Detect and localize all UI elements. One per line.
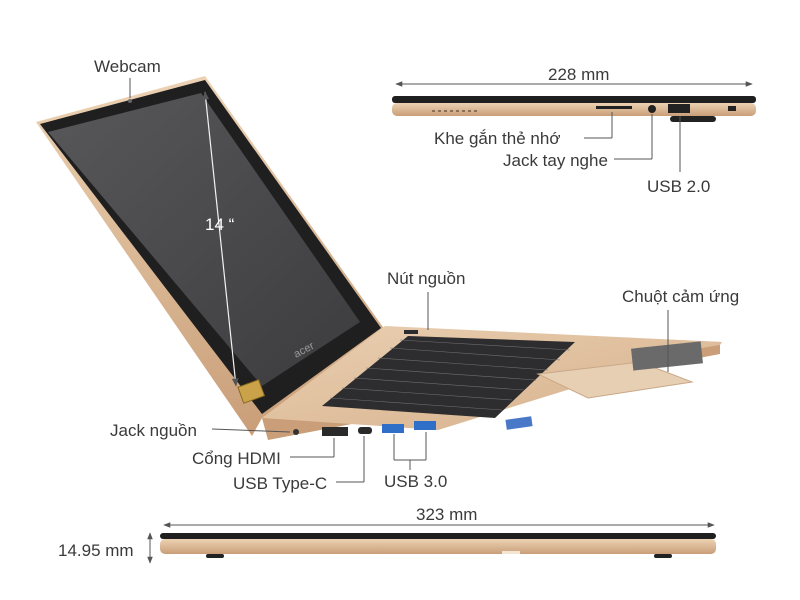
main-leaders xyxy=(129,78,669,483)
usb30-label: USB 3.0 xyxy=(384,472,448,491)
usb20-label: USB 2.0 xyxy=(647,177,711,196)
usb3-port-2 xyxy=(414,421,436,430)
card-slot xyxy=(596,106,632,109)
kensington-slot xyxy=(728,106,736,111)
usb-c-port xyxy=(358,427,372,434)
hdmi-label: Cổng HDMI xyxy=(192,449,281,468)
screen-size-label: 14 “ xyxy=(205,215,235,234)
length-label: 323 mm xyxy=(416,505,478,524)
hdmi-port xyxy=(322,427,348,436)
laptop-main-view: acer xyxy=(36,76,722,440)
front-body-top xyxy=(160,533,716,539)
side-view-right xyxy=(392,81,756,172)
webcam-dot xyxy=(128,99,132,103)
front-foot-left xyxy=(206,554,224,558)
power-jack-port xyxy=(293,429,299,435)
side-view-front xyxy=(147,522,716,564)
front-body xyxy=(160,539,716,554)
bezel-sticker xyxy=(237,379,266,404)
side-body-top xyxy=(392,96,756,103)
palmrest-sticker xyxy=(631,341,703,371)
webcam-label: Webcam xyxy=(94,57,161,76)
card-slot-label: Khe gắn thẻ nhớ xyxy=(434,129,561,148)
headphone-jack xyxy=(648,105,656,113)
side-width-label: 228 mm xyxy=(548,65,610,84)
front-notch xyxy=(502,551,520,554)
touchpad xyxy=(536,361,694,399)
power-button xyxy=(404,330,418,334)
usb3-port-1 xyxy=(382,424,404,433)
headphone-jack-label: Jack tay nghe xyxy=(503,151,608,170)
power-jack-label: Jack nguồn xyxy=(110,421,197,440)
side-vents xyxy=(432,110,477,112)
touchpad-label: Chuột cảm ứng xyxy=(622,287,740,306)
intel-sticker xyxy=(505,416,533,430)
power-button-label: Nút nguồn xyxy=(387,269,466,288)
keyboard-keys xyxy=(329,339,571,411)
thickness-label: 14.95 mm xyxy=(58,541,134,560)
front-foot-right xyxy=(654,554,672,558)
screen-size-arrow xyxy=(202,91,239,387)
usb20-port xyxy=(668,104,690,113)
side-foot xyxy=(670,116,716,122)
side-body xyxy=(392,103,756,116)
usb-c-label: USB Type-C xyxy=(233,474,328,493)
